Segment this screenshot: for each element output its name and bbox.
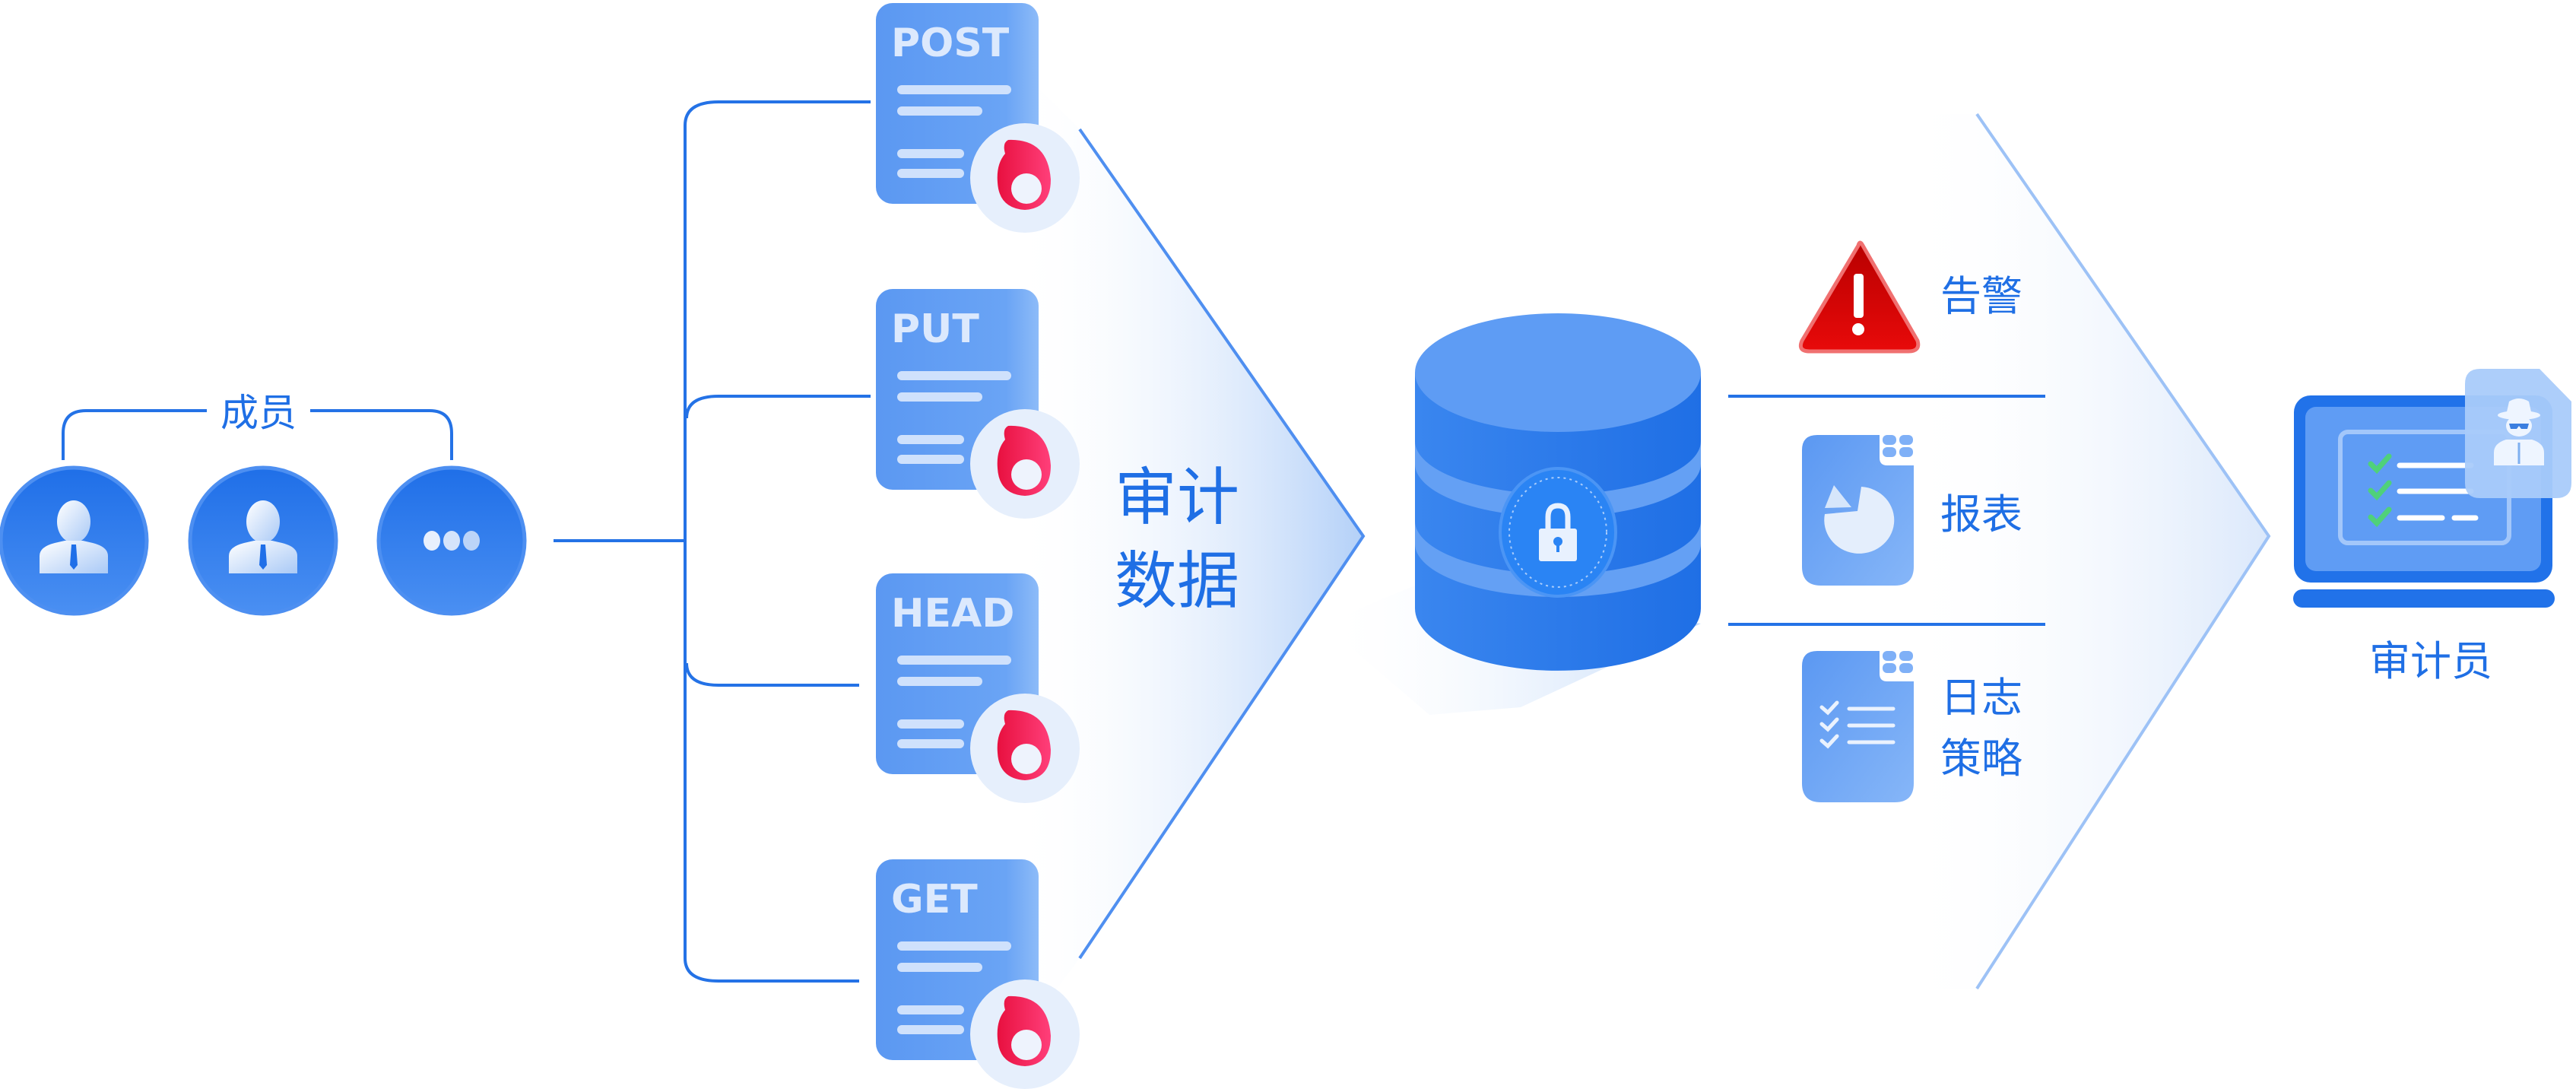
http-method-label: POST — [891, 21, 1010, 66]
more-members-button[interactable] — [376, 465, 527, 616]
request-tree-connector — [554, 100, 871, 983]
text-line — [897, 435, 964, 444]
flame-badge-icon — [970, 123, 1080, 233]
member-avatar[interactable] — [188, 465, 338, 616]
warning-icon — [1798, 240, 1921, 354]
text-line — [897, 677, 982, 686]
laptop-auditor-icon — [2293, 369, 2571, 608]
text-line — [897, 149, 964, 158]
spy-badge-icon — [2465, 369, 2571, 498]
flame-badge-icon — [970, 694, 1080, 803]
report-label: 报表 — [1940, 491, 2022, 538]
text-line — [897, 455, 964, 464]
text-line — [897, 963, 982, 972]
text-line — [897, 85, 1011, 94]
text-line — [897, 941, 1011, 951]
user-icon — [40, 500, 108, 573]
member-avatar[interactable] — [0, 465, 149, 616]
log-policy-label-line1: 日志 — [1940, 674, 2022, 722]
request-doc-head[interactable]: HEAD — [876, 573, 1080, 803]
text-line — [897, 739, 964, 748]
more-dots-icon — [424, 531, 480, 551]
request-documents: POST PUT HEAD GET — [876, 3, 1080, 1089]
http-method-label: PUT — [891, 306, 979, 352]
text-line — [897, 392, 982, 402]
request-doc-get[interactable]: GET — [876, 859, 1080, 1089]
output-log-policy[interactable]: 日志 策略 — [1802, 651, 2022, 802]
audit-data-fan — [1011, 61, 1363, 1049]
text-line — [897, 371, 1011, 380]
flame-badge-icon — [970, 979, 1080, 1089]
http-method-label: GET — [891, 877, 978, 922]
request-doc-post[interactable]: POST — [876, 3, 1080, 233]
http-method-label: HEAD — [891, 591, 1014, 637]
log-policy-label-line2: 策略 — [1940, 735, 2022, 783]
text-line — [897, 106, 982, 116]
flame-badge-icon — [970, 409, 1080, 519]
user-icon — [229, 500, 297, 573]
outputs-fan — [1901, 114, 2269, 989]
lock-icon — [1539, 503, 1577, 561]
audit-data-label-line1: 审计 — [1115, 462, 1239, 534]
members-label: 成员 — [220, 391, 297, 435]
members-bracket — [62, 409, 453, 460]
members-group: 成员 — [0, 391, 527, 616]
database-lock-icon[interactable] — [1323, 313, 1701, 715]
text-line — [897, 656, 1011, 665]
report-pie-icon — [1802, 435, 1914, 586]
audit-data-chevron — [1078, 128, 1366, 960]
text-line — [897, 719, 964, 729]
text-line — [897, 1005, 964, 1014]
outputs-chevron — [1975, 113, 2271, 990]
text-line — [897, 169, 964, 178]
auditor-label: 审计员 — [2369, 637, 2492, 685]
output-report[interactable]: 报表 — [1802, 435, 2022, 586]
alert-label: 告警 — [1940, 272, 2022, 320]
request-doc-put[interactable]: PUT — [876, 289, 1080, 519]
audit-data-label-line2: 数据 — [1115, 545, 1239, 618]
text-line — [897, 1025, 964, 1034]
log-policy-checklist-icon — [1802, 651, 1914, 802]
auditor[interactable]: 审计员 — [2293, 369, 2571, 685]
output-alert[interactable]: 告警 — [1798, 240, 2022, 354]
